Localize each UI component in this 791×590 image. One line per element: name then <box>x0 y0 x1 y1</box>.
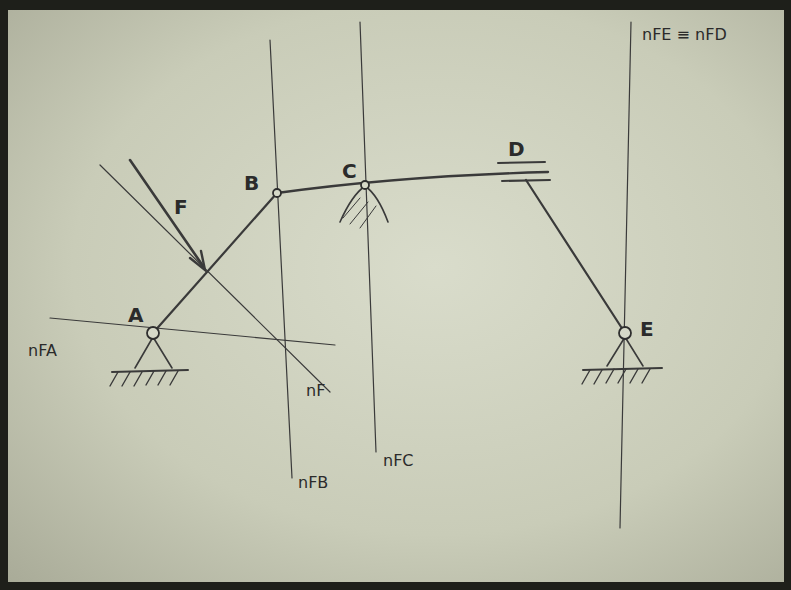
joint-label: B <box>244 172 259 194</box>
line-name: nFC <box>383 452 414 470</box>
joint-label: E <box>640 318 654 340</box>
joint-label: C <box>342 160 357 182</box>
line-name: nFA <box>28 342 57 360</box>
line-name: nFB <box>298 474 328 492</box>
joint-label: A <box>128 304 143 326</box>
line-name: nFE ≡ nFD <box>642 26 727 44</box>
joint-label: D <box>508 138 525 160</box>
line-name: nF <box>306 382 325 400</box>
force-label: F <box>174 196 188 218</box>
paper-ground <box>8 10 784 582</box>
